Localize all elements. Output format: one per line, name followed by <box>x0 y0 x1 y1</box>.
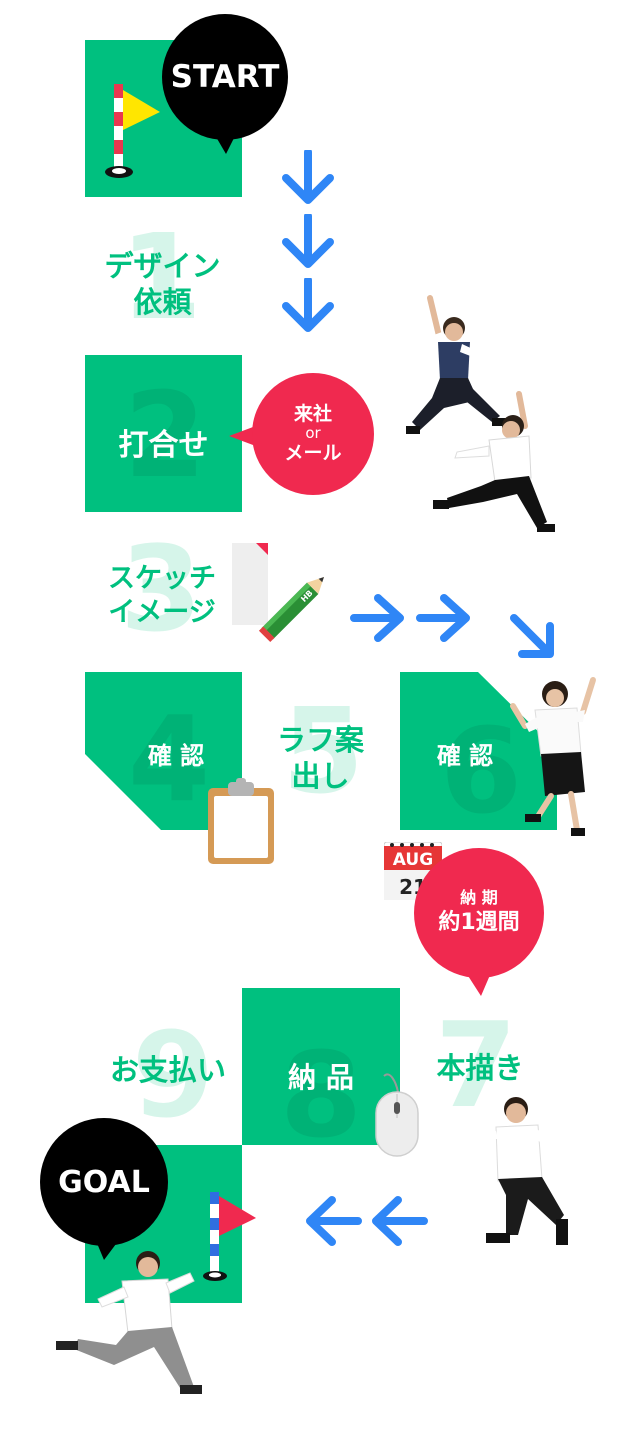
step-9-label: お支払い <box>109 1053 226 1087</box>
step-4-label: 確 認 <box>147 742 205 770</box>
delivery-bubble: 納 期 約1週間 <box>414 848 544 978</box>
arrow-left-icon <box>306 1196 362 1246</box>
step-3-number: 3 <box>120 520 203 658</box>
arrow-down-icon <box>282 278 334 332</box>
jumping-businesswoman <box>510 677 596 836</box>
running-businessman <box>56 1251 202 1394</box>
step-8-square <box>242 988 400 1145</box>
step-8-label: 納 品 <box>288 1061 354 1094</box>
delivery-bubble-tail <box>463 968 493 996</box>
start-bubble-tail <box>212 130 238 154</box>
sketch-paper-icon <box>232 543 268 625</box>
step-8-number: 8 <box>280 1026 363 1164</box>
start-bubble: START <box>162 14 288 140</box>
step-2-label: 打合せ <box>118 428 209 463</box>
start-label: START <box>170 59 280 95</box>
step-6-label: 確 認 <box>436 742 494 770</box>
pencil-icon: HB <box>258 577 324 643</box>
step-2-number: 2 <box>124 366 207 504</box>
step-3-label: スケッチ イメージ <box>108 563 216 628</box>
jumping-businessman-3 <box>478 1097 568 1245</box>
step-9-number: 9 <box>132 1006 215 1144</box>
goal-label: GOAL <box>58 1164 150 1200</box>
step-6-number: 6 <box>440 702 523 840</box>
arrow-left-icon <box>372 1196 428 1246</box>
step-2-square <box>85 355 242 512</box>
goal-bubble-tail <box>94 1236 122 1260</box>
step-4-square <box>85 672 242 830</box>
clipboard-icon <box>208 778 274 864</box>
step-1-label: デザイン 依頼 <box>104 249 221 320</box>
step-5-number: 5 <box>282 682 365 820</box>
step-4-number: 4 <box>128 690 211 828</box>
arrow-down-icon <box>282 150 334 204</box>
step-7-label: 本描き <box>436 1051 524 1085</box>
goal-bubble: GOAL <box>40 1118 168 1246</box>
start-flag-icon <box>105 84 160 178</box>
step-7-number: 7 <box>435 996 518 1134</box>
calendar-month: AUG <box>393 850 433 870</box>
goal-flag-icon <box>203 1192 256 1281</box>
meeting-bubble: 来社 or メール <box>252 373 374 495</box>
arrow-right-icon <box>350 594 404 642</box>
arrow-down-right-icon <box>510 614 554 658</box>
jumping-businessman-2 <box>433 391 555 532</box>
jumping-businessman-1 <box>406 295 506 434</box>
step-1-number: 1 <box>120 208 203 346</box>
mouse-icon <box>375 1073 419 1157</box>
arrow-down-icon <box>282 214 334 268</box>
step-5-label: ラフ案 出し <box>276 723 364 794</box>
arrow-right-icon <box>416 594 470 642</box>
